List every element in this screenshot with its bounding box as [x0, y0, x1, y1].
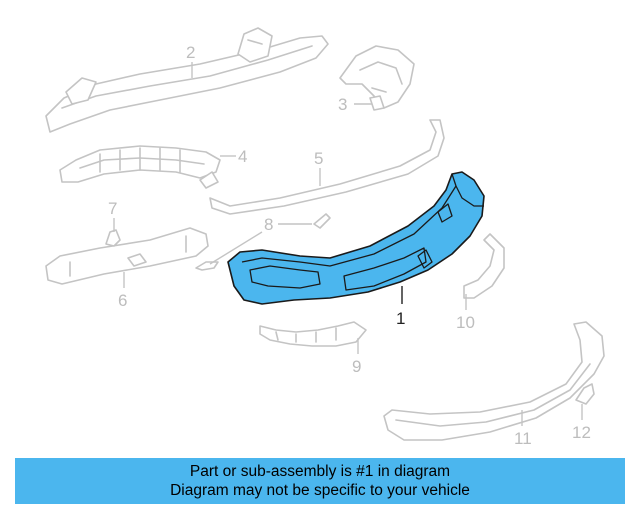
info-banner: Part or sub-assembly is #1 in diagram Di… [15, 458, 625, 504]
part-9-lower-strip [259, 321, 367, 347]
callout-3: 3 [338, 95, 347, 114]
banner-line-2: Diagram may not be specific to your vehi… [170, 482, 470, 499]
callout-6: 6 [118, 291, 127, 310]
part-10-side-bracket [463, 233, 505, 299]
part-6-lower-bracket [45, 227, 209, 285]
banner-line-1: Part or sub-assembly is #1 in diagram [189, 463, 451, 480]
callout-5: 5 [314, 149, 323, 168]
callout-4: 4 [238, 147, 247, 166]
callout-labels: 1 2 3 4 5 6 7 8 9 10 11 12 [108, 43, 591, 448]
callout-7: 7 [108, 199, 117, 218]
part-12-clip [575, 383, 595, 405]
part-7-clip [105, 229, 121, 247]
part-8-fastener [195, 213, 331, 271]
callout-9: 9 [352, 357, 361, 376]
callout-leaders [113, 62, 583, 426]
part-11-lower-valance [383, 321, 605, 441]
part-5-strip [209, 119, 445, 215]
part-3-bracket [339, 45, 415, 111]
callout-1: 1 [396, 309, 405, 328]
callout-8: 8 [264, 215, 273, 234]
callout-11: 11 [514, 429, 532, 448]
part-2-reinforcement-beam [45, 27, 329, 133]
part-4-energy-absorber [59, 145, 221, 189]
callout-2: 2 [186, 43, 195, 62]
callout-12: 12 [572, 423, 591, 442]
callout-10: 10 [456, 313, 475, 332]
part-1-bumper-cover [227, 171, 485, 305]
